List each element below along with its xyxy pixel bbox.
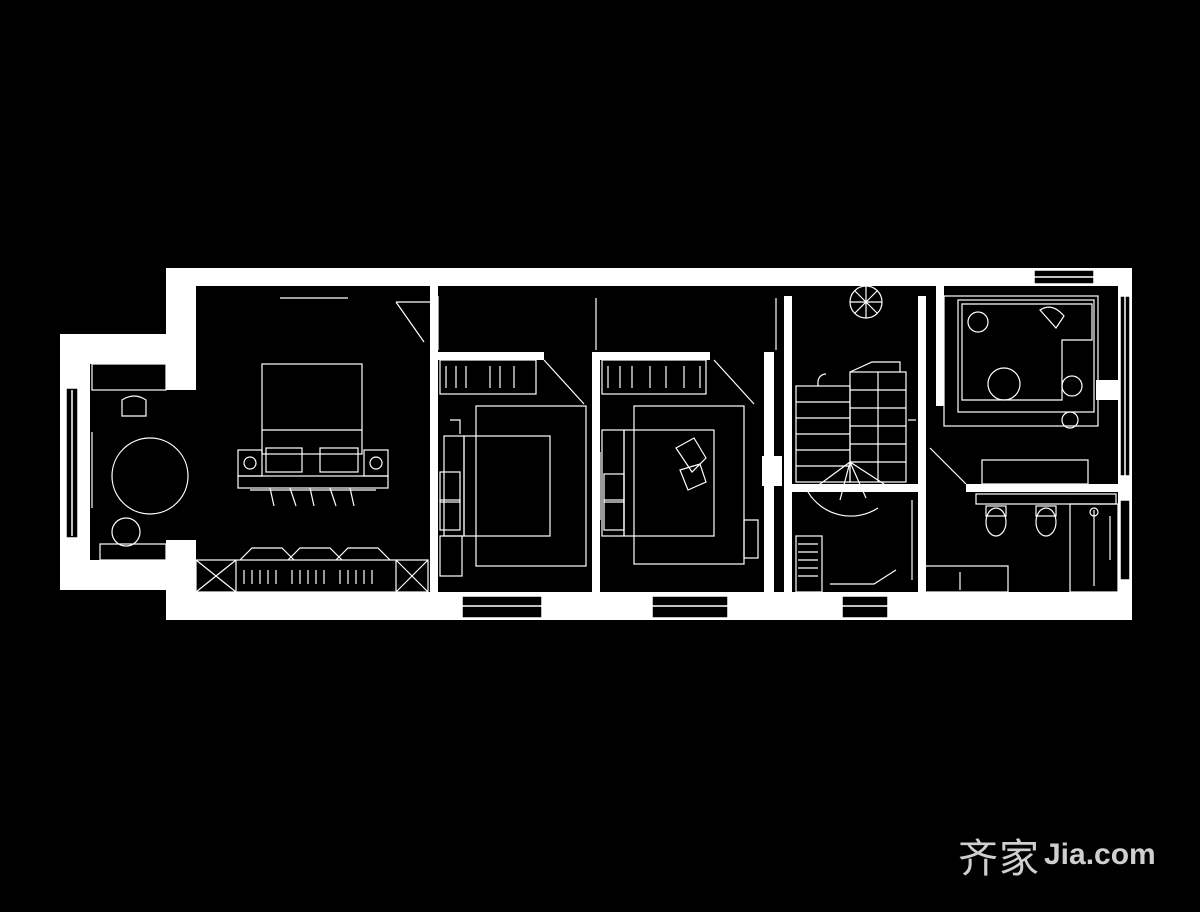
watermark: 齐家 Jia.com [958,826,1178,882]
windows [65,269,1131,619]
furniture [91,285,1119,593]
watermark-english: Jia.com [1044,838,1156,871]
watermark-chinese: 齐家 [958,836,1040,882]
